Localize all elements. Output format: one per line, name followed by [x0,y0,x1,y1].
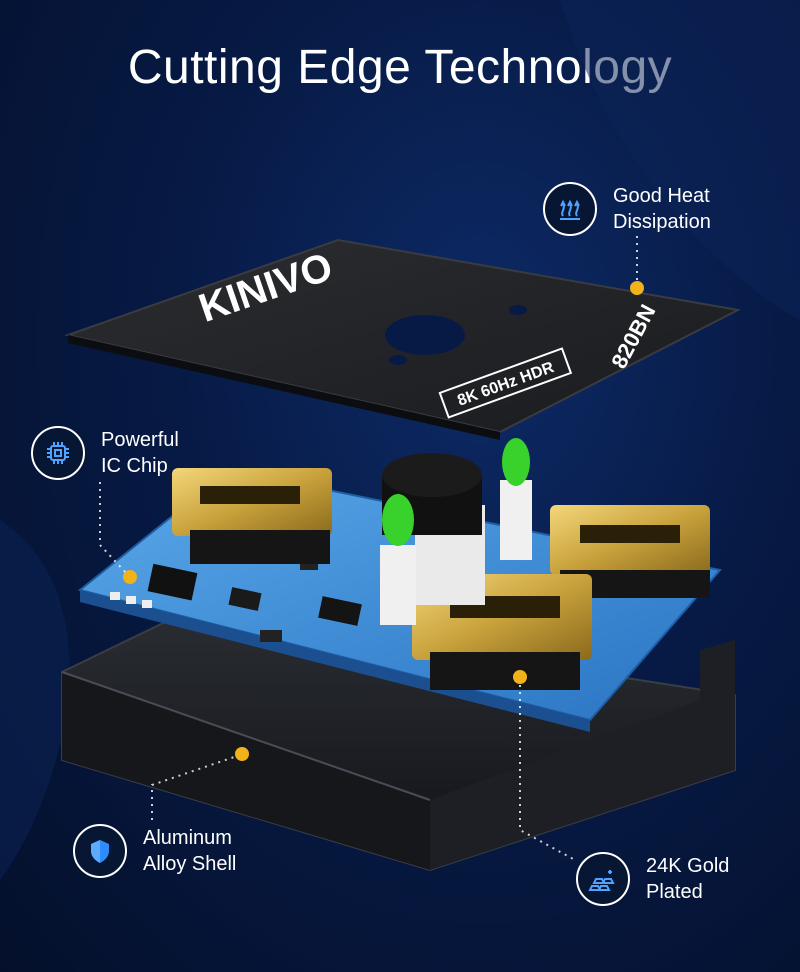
callout-gold-line2: Plated [646,881,703,903]
callout-shell-line1: Aluminum [143,827,232,849]
callout-shell: Aluminum Alloy Shell [73,824,303,878]
leader-chip [99,482,129,576]
callout-heat: Good Heat Dissipation [543,182,773,236]
led-right [500,438,532,560]
bg-swoosh [0,520,70,880]
callout-heat-line2: Dissipation [613,211,711,233]
callout-chip-line2: IC Chip [101,455,168,477]
gold-bars-icon [576,852,630,906]
callout-heat-line1: Good Heat [613,185,710,207]
chip-icon [31,426,85,480]
marker-dot-chip [123,570,137,584]
top-cover: KINIVO 820BN 8K 60Hz HDR [64,238,742,440]
hdmi-port-front [412,574,592,690]
leader-gold [519,678,576,861]
callout-gold: 24K Gold Plated [576,852,800,906]
callout-chip: Powerful IC Chip [31,426,261,480]
led-left [380,494,416,625]
bg-swoosh [560,0,800,320]
marker-dot-heat [630,281,644,295]
callout-gold-line1: 24K Gold [646,855,730,877]
callout-chip-line1: Powerful [101,429,179,451]
hdmi-port-left [172,468,332,564]
leader-shell [151,754,241,820]
marker-dot-shell [235,747,249,761]
callout-shell-line2: Alloy Shell [143,853,237,875]
heat-waves-icon [543,182,597,236]
marker-dot-gold [513,670,527,684]
shield-icon [73,824,127,878]
